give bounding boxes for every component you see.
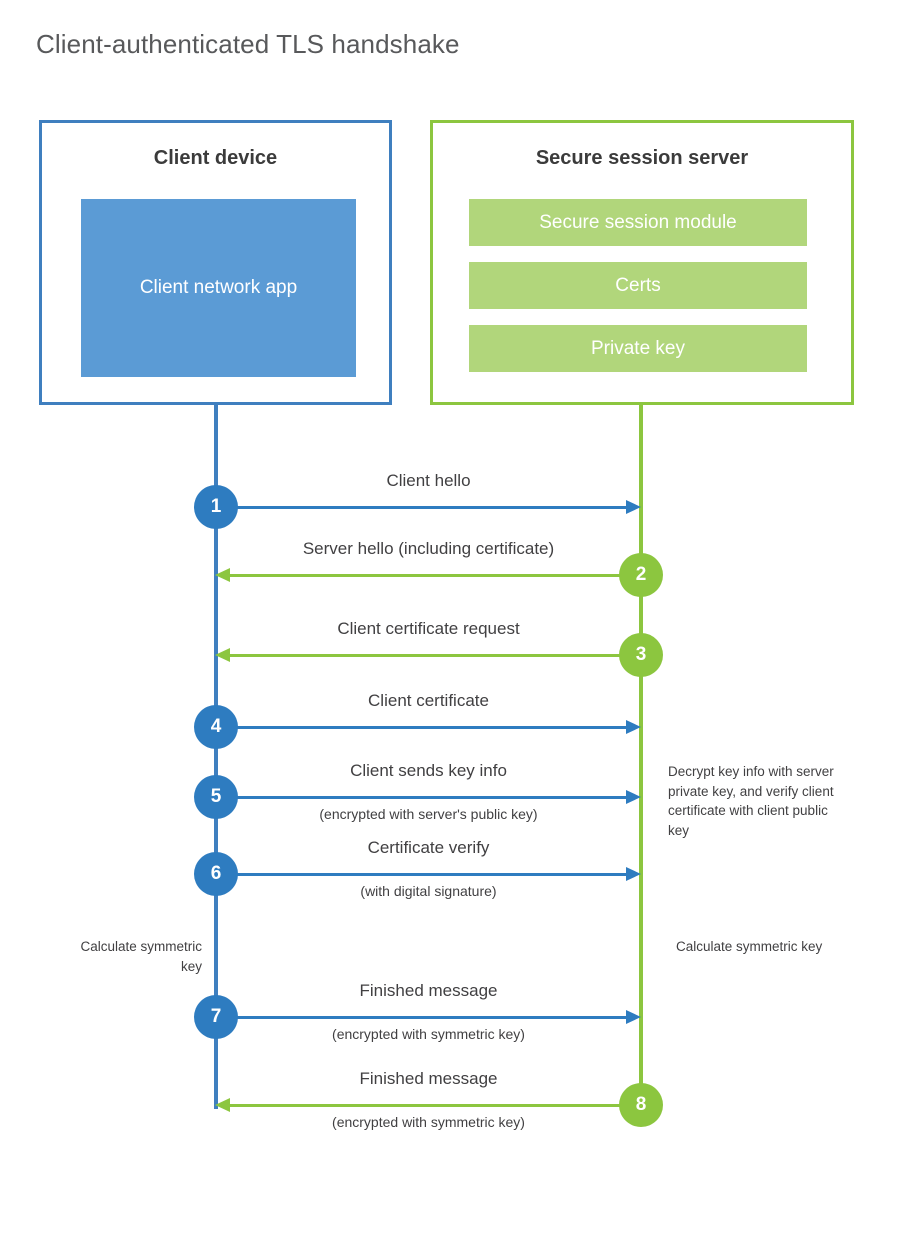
- message-label-2: Server hello (including certificate): [302, 539, 555, 558]
- arrowhead-icon-7: [626, 1010, 641, 1024]
- message-sublabel-7: (encrypted with symmetric key): [332, 1026, 525, 1042]
- client-device-box: Client device Client network app: [39, 120, 392, 405]
- arrowhead-icon-5: [626, 790, 641, 804]
- secure-session-server-title: Secure session server: [535, 147, 749, 169]
- step-badge-3[interactable]: 3: [619, 633, 663, 677]
- message-sublabel-6: (with digital signature): [360, 883, 497, 899]
- message-arrow-line-3: [224, 654, 641, 657]
- message-label-7: Finished message: [359, 981, 498, 1000]
- step-badge-7[interactable]: 7: [194, 995, 238, 1039]
- message-sublabel-8: (encrypted with symmetric key): [332, 1114, 525, 1130]
- step-badge-1[interactable]: 1: [194, 485, 238, 529]
- message-arrow-line-5: [216, 796, 632, 799]
- message-label-4: Client certificate: [368, 691, 489, 710]
- message-label-1: Client hello: [386, 471, 471, 490]
- step-badge-2[interactable]: 2: [619, 553, 663, 597]
- client-calculate-symmetric-key-annotation: Calculate symmetric key: [80, 939, 202, 974]
- server-decrypt-annotation: Decrypt key info with server private key…: [668, 764, 834, 838]
- message-label-8: Finished message: [359, 1069, 498, 1088]
- message-arrow-line-4: [216, 726, 632, 729]
- arrowhead-icon-4: [626, 720, 641, 734]
- message-sublabel-5: (encrypted with server's public key): [319, 806, 538, 822]
- server-module-secure-session-module: Secure session module: [469, 199, 807, 246]
- message-label-5: Client sends key info: [350, 761, 507, 780]
- step-badge-5[interactable]: 5: [194, 775, 238, 819]
- server-lifeline: [639, 404, 643, 1106]
- arrowhead-icon-2: [215, 568, 230, 582]
- page-title: Client-authenticated TLS handshake: [36, 29, 460, 59]
- step-badge-6[interactable]: 6: [194, 852, 238, 896]
- server-module-private-key: Private key: [469, 325, 807, 372]
- message-arrow-line-6: [216, 873, 632, 876]
- arrowhead-icon-6: [626, 867, 641, 881]
- secure-session-server-box: Secure session server Secure session mod…: [430, 120, 854, 405]
- message-arrow-line-7: [216, 1016, 632, 1019]
- arrowhead-icon-8: [215, 1098, 230, 1112]
- arrowhead-icon-1: [626, 500, 641, 514]
- server-module-certs: Certs: [469, 262, 807, 309]
- client-lifeline: [214, 404, 218, 1109]
- message-label-3: Client certificate request: [337, 619, 520, 638]
- step-badge-8[interactable]: 8: [619, 1083, 663, 1127]
- message-label-6: Certificate verify: [367, 838, 490, 857]
- server-calculate-symmetric-key-annotation: Calculate symmetric key: [676, 939, 823, 954]
- message-arrow-line-1: [216, 506, 632, 509]
- client-network-app-block: Client network app: [81, 199, 356, 377]
- message-arrow-line-2: [224, 574, 641, 577]
- arrowhead-icon-3: [215, 648, 230, 662]
- client-device-title: Client device: [153, 147, 278, 169]
- message-arrow-line-8: [224, 1104, 641, 1107]
- step-badge-4[interactable]: 4: [194, 705, 238, 749]
